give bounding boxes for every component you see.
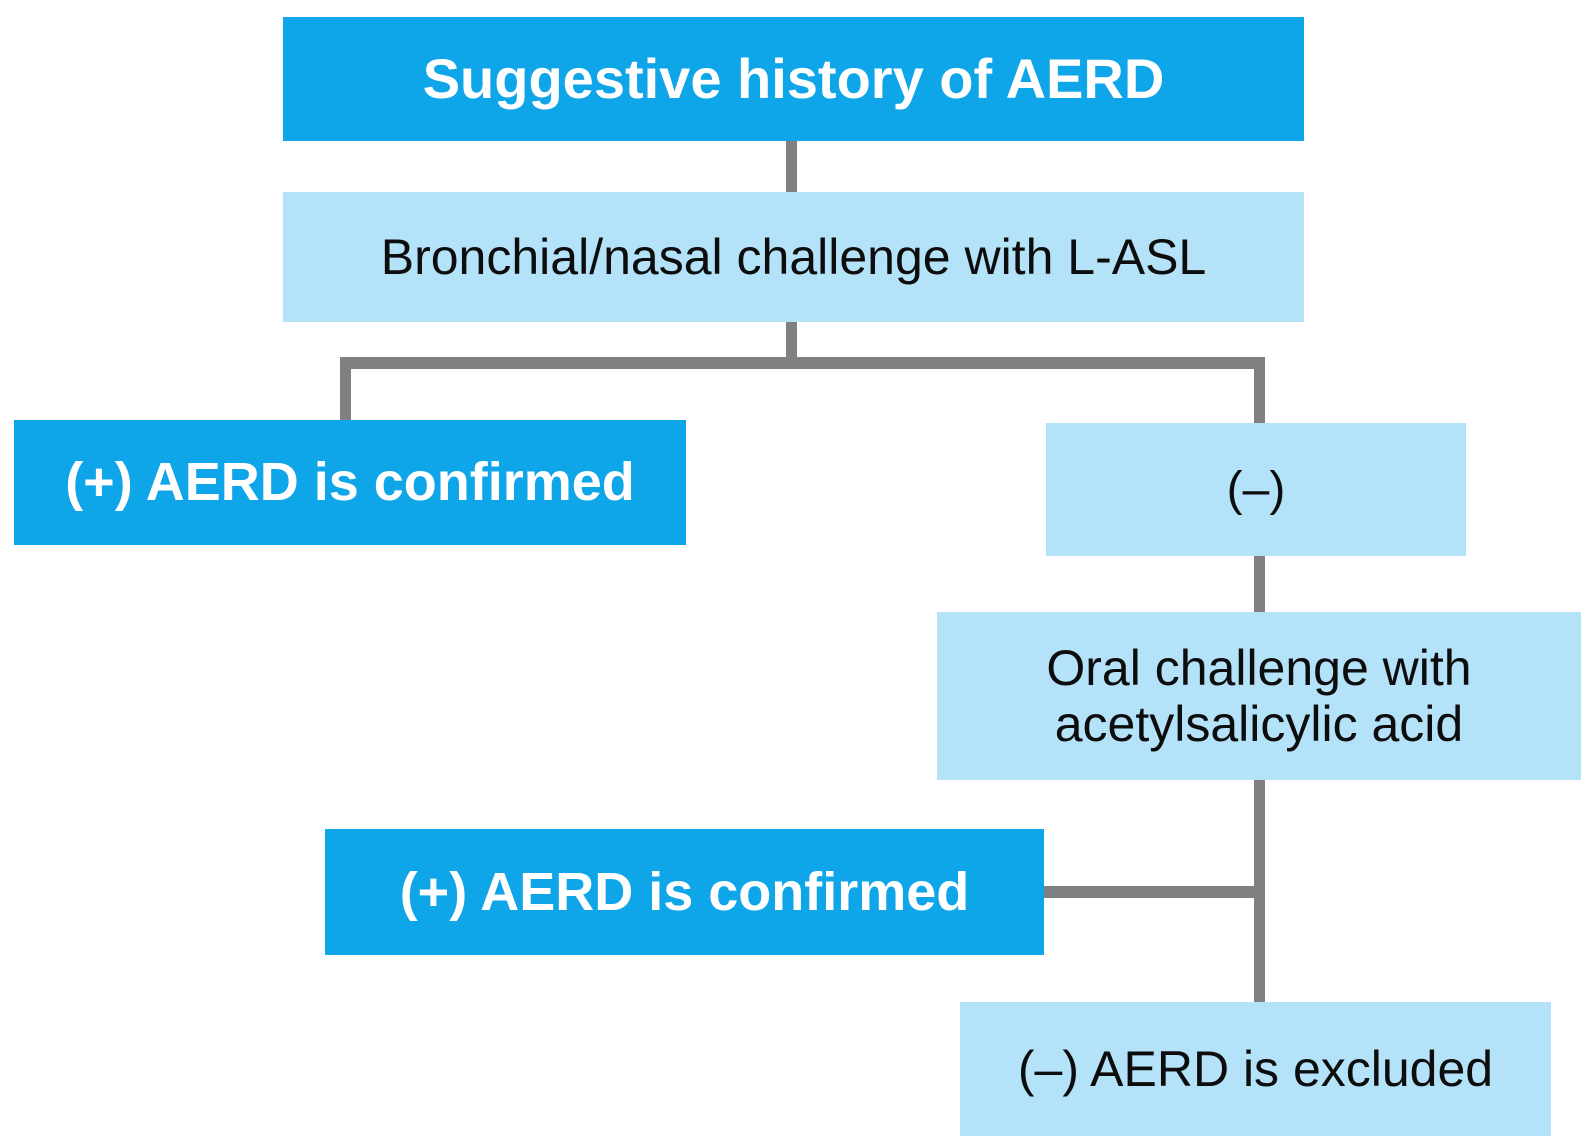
node-aerd-excluded: (–) AERD is excluded [960, 1002, 1551, 1136]
node-aerd-confirmed-secondary: (+) AERD is confirmed [325, 829, 1044, 955]
node-aerd-excluded-label: (–) AERD is excluded [1017, 1041, 1494, 1097]
node-suggestive-history-label: Suggestive history of AERD [422, 46, 1165, 110]
connector-split-to-negative [1254, 357, 1265, 424]
node-aerd-confirmed-primary: (+) AERD is confirmed [14, 420, 686, 545]
connector-split-to-confirmed-1 [340, 357, 351, 421]
node-negative-result-label: (–) [1226, 462, 1286, 516]
connector-history-to-challenge [786, 141, 797, 192]
node-aerd-confirmed-secondary-label: (+) AERD is confirmed [399, 861, 970, 922]
connector-negative-to-oral [1254, 556, 1265, 613]
connector-split-horizontal-bar [340, 357, 1265, 369]
connector-oral-to-confirmed-2 [1043, 886, 1258, 898]
connector-challenge-to-split [786, 322, 797, 362]
node-oral-challenge-label: Oral challenge with acetylsalicylic acid [1046, 640, 1472, 752]
node-bronchial-nasal-challenge: Bronchial/nasal challenge with L-ASL [283, 192, 1304, 322]
node-negative-result: (–) [1046, 423, 1466, 556]
node-aerd-confirmed-primary-label: (+) AERD is confirmed [65, 452, 635, 513]
node-oral-challenge: Oral challenge with acetylsalicylic acid [937, 612, 1581, 780]
connector-oral-to-excluded [1254, 779, 1265, 1004]
node-suggestive-history: Suggestive history of AERD [283, 17, 1304, 141]
node-bronchial-nasal-challenge-label: Bronchial/nasal challenge with L-ASL [380, 229, 1207, 285]
